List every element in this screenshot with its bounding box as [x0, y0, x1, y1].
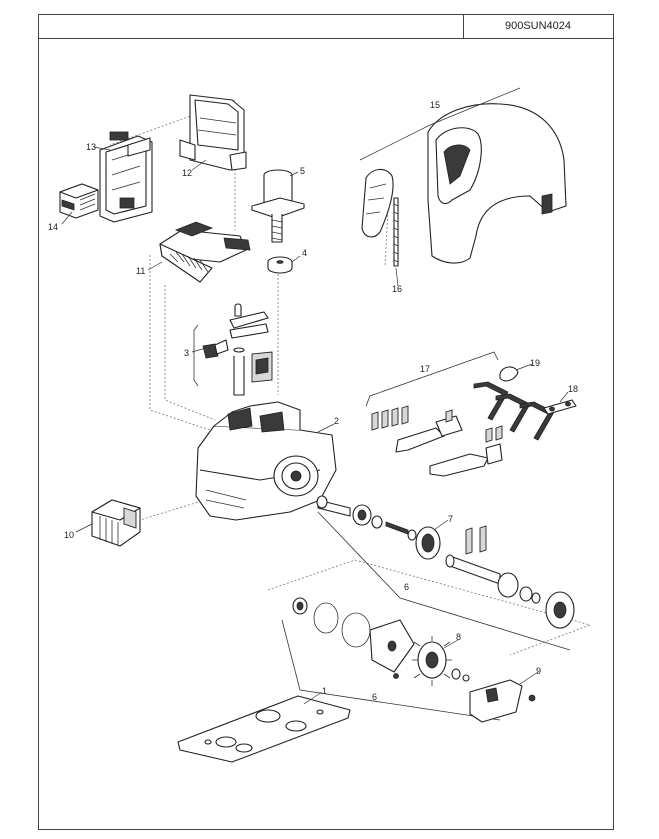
terminal-connector	[59, 183, 99, 219]
callout-11: 11	[136, 266, 145, 276]
callout-6-shaft: 6	[404, 582, 409, 592]
callout-1: 1	[322, 686, 327, 696]
callout-labels: 13 14 12 5 4 11 3 2 10 15 16 17 19 18 7 …	[48, 100, 578, 702]
callout-4: 4	[302, 248, 307, 258]
gear-group	[281, 597, 501, 721]
callout-8: 8	[456, 632, 461, 642]
callout-12: 12	[182, 168, 192, 178]
release-key-kit	[365, 351, 577, 477]
operator-housing	[195, 401, 337, 521]
callout-10: 10	[64, 530, 74, 540]
callout-5: 5	[300, 166, 305, 176]
callout-17: 17	[420, 364, 430, 374]
output-shaft-assembly	[316, 495, 575, 651]
callout-6-gear: 6	[372, 692, 377, 702]
top-cover	[359, 87, 567, 267]
callout-3: 3	[184, 348, 189, 358]
callout-2: 2	[334, 416, 339, 426]
callout-15: 15	[430, 100, 440, 110]
transformer	[91, 499, 141, 547]
callout-14: 14	[48, 222, 58, 232]
callout-16: 16	[392, 284, 402, 294]
motor-coupling	[267, 256, 293, 274]
board-mount	[159, 221, 251, 283]
control-panel-frame	[99, 131, 153, 223]
base-plate	[177, 695, 351, 763]
gear-motor	[251, 169, 305, 243]
assembly-guide-lines	[109, 99, 592, 656]
sheet-border	[38, 14, 614, 830]
limit-switch-bracket	[469, 679, 536, 723]
callout-9: 9	[536, 666, 541, 676]
callout-leaders	[61, 146, 569, 705]
electronics-bracket	[179, 94, 247, 171]
callout-7: 7	[448, 514, 453, 524]
release-mechanism	[193, 303, 273, 396]
document-code: 900SUN4024	[504, 20, 572, 32]
callout-18: 18	[568, 384, 578, 394]
callout-13: 13	[86, 142, 96, 152]
callout-19: 19	[530, 358, 540, 368]
